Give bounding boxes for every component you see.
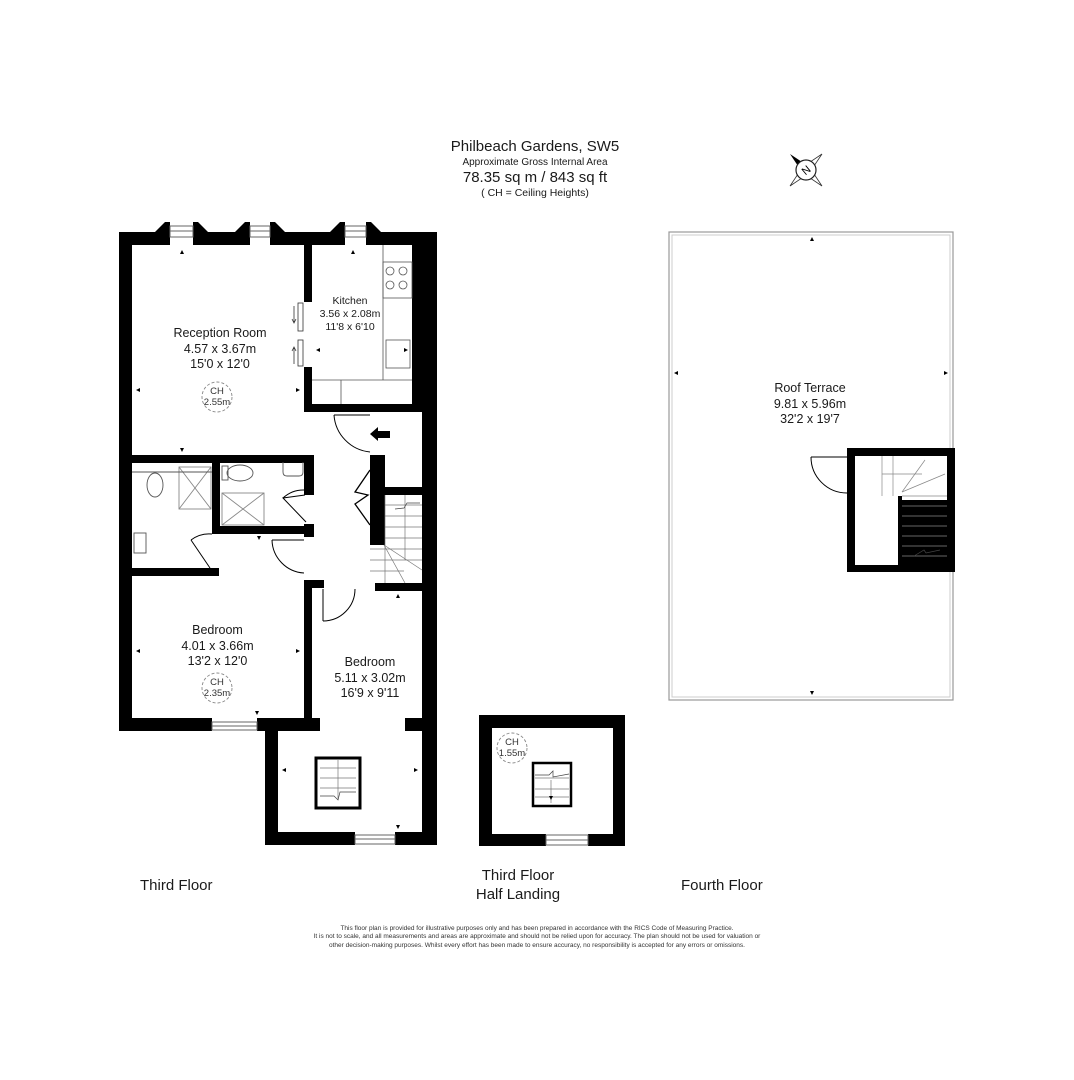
room-name: Bedroom	[192, 623, 243, 637]
ceiling-height-note: ( CH = Ceiling Heights)	[481, 187, 589, 199]
floor-label-fourth: Fourth Floor	[681, 877, 763, 894]
ch-bedroom-1: CH 2.35m	[192, 677, 242, 699]
ch-value: 2.55m	[203, 397, 231, 408]
staircase	[370, 495, 423, 584]
sliding-door	[291, 302, 304, 367]
room-name: Roof Terrace	[774, 381, 846, 395]
disclaimer: This floor plan is provided for illustra…	[240, 925, 834, 950]
area-subtitle: Approximate Gross Internal Area	[462, 157, 608, 168]
room-imperial: 15'0 x 12'0	[190, 357, 250, 371]
plan-header: Philbeach Gardens, SW5 Approximate Gross…	[400, 138, 670, 201]
room-name: Kitchen	[332, 295, 368, 307]
floor-label-third: Third Floor	[140, 877, 213, 894]
disclaimer-line: other decision-making purposes. Whilst e…	[329, 941, 745, 949]
room-metric: 4.57 x 3.67m	[183, 341, 257, 356]
ch-half-landing: CH 1.55m	[487, 737, 537, 759]
entrance-arrow-icon	[370, 427, 390, 441]
ceiling-height-markers	[201, 381, 528, 764]
room-name: Bedroom	[344, 655, 396, 669]
door-swings	[190, 414, 371, 622]
ch-reception: CH 2.55m	[192, 386, 242, 408]
room-label-bedroom-2: Bedroom 5.11 x 3.02m 16'9 x 9'11	[320, 655, 420, 702]
ch-label: CH	[210, 677, 224, 688]
third-floor-plan	[119, 222, 437, 845]
room-label-kitchen: Kitchen 3.56 x 2.08m 11'8 x 6'10	[315, 295, 385, 334]
room-imperial: 13'2 x 12'0	[187, 654, 248, 668]
room-imperial: 16'9 x 9'11	[340, 686, 400, 700]
ch-label: CH	[505, 737, 519, 748]
gross-area: 78.35 sq m / 843 sq ft	[462, 169, 608, 186]
floor-label-line: Third Floor	[481, 867, 555, 884]
dimension-markers	[136, 237, 948, 829]
room-label-bedroom-1: Bedroom 4.01 x 3.66m 13'2 x 12'0	[140, 623, 295, 670]
disclaimer-line: This floor plan is provided for illustra…	[340, 925, 734, 932]
floor-label-half-landing: Third Floor Half Landing	[458, 866, 578, 904]
ch-value: 2.35m	[203, 688, 231, 699]
room-metric: 4.01 x 3.66m	[181, 638, 254, 653]
disclaimer-line: It is not to scale, and all measurements…	[313, 933, 761, 941]
kitchen-fixtures	[312, 245, 413, 404]
room-name: Reception Room	[173, 326, 267, 340]
lower-staircase	[314, 756, 362, 810]
room-imperial: 11'8 x 6'10	[325, 321, 375, 333]
room-metric: 5.11 x 3.02m	[334, 670, 406, 685]
ch-value: 1.55m	[498, 748, 526, 759]
windows	[169, 225, 396, 845]
floor-label-line: Half Landing	[475, 886, 561, 903]
room-metric: 3.56 x 2.08m	[319, 308, 381, 320]
room-imperial: 32'2 x 19'7	[780, 412, 840, 426]
fourth-floor-plan	[668, 231, 955, 701]
ch-label: CH	[210, 386, 224, 397]
room-label-roof-terrace: Roof Terrace 9.81 x 5.96m 32'2 x 19'7	[740, 381, 880, 428]
property-title: Philbeach Gardens, SW5	[450, 138, 620, 155]
room-metric: 9.81 x 5.96m	[773, 396, 847, 411]
half-landing-plan	[479, 715, 625, 846]
room-label-reception: Reception Room 4.57 x 3.67m 15'0 x 12'0	[140, 326, 300, 373]
north-arrow-icon: N	[789, 153, 823, 187]
bathroom-fixtures	[132, 462, 304, 554]
